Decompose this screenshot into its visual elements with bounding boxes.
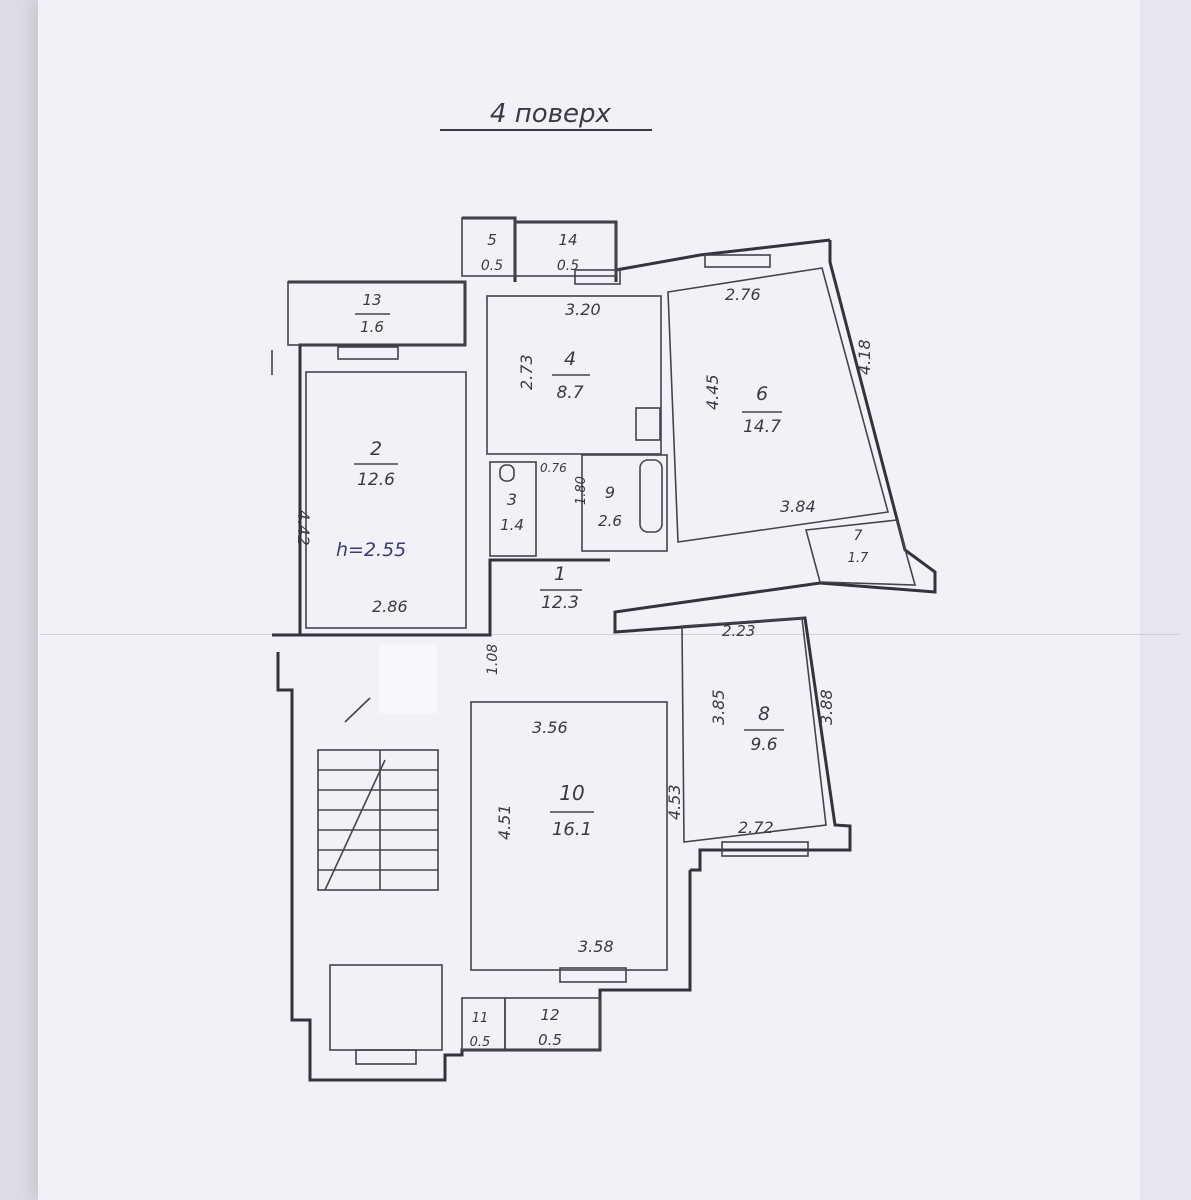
stove: [635, 407, 661, 441]
paper-sheet: [38, 0, 1191, 1200]
staircase: [317, 749, 443, 1051]
height-note: h=2.55: [336, 539, 406, 561]
dim-3-84: 3.84: [780, 497, 816, 516]
dim-3-88: 3.88: [817, 689, 836, 725]
dim-2-76: 2.76: [725, 285, 761, 304]
dim-1-08: 1.08: [485, 644, 501, 675]
room-9-outline: [581, 454, 668, 552]
room-7-num: 7: [854, 528, 863, 544]
dim-3-56: 3.56: [532, 718, 568, 737]
room-6-area: 14.7: [743, 417, 781, 437]
room-8-num: 8: [758, 703, 770, 725]
paper-edge: [1140, 0, 1191, 1200]
room-13-num: 13: [362, 291, 381, 309]
dim-4-45: 4.45: [703, 374, 722, 410]
bathtub: [639, 459, 663, 533]
dim-2-72: 2.72: [738, 818, 774, 837]
room-11-num: 11: [472, 1011, 489, 1026]
dim-3-85: 3.85: [709, 689, 728, 725]
paper-fold-line: [40, 634, 1180, 635]
room-10-num: 10: [559, 781, 584, 805]
windows: [337, 254, 809, 1065]
room-3-area: 1.4: [500, 516, 524, 534]
room-11-area: 0.5: [470, 1035, 491, 1050]
room-14-outline: [514, 221, 617, 277]
room-outlines: [287, 217, 917, 1051]
room-2-num: 2: [370, 438, 382, 460]
room-2-outline: [305, 371, 467, 629]
room-7-area: 1.7: [848, 551, 869, 566]
title: 4 поверх: [490, 99, 612, 129]
dim-1-80: 1.80: [574, 476, 589, 505]
room-3-num: 3: [507, 490, 517, 509]
room-4-area: 8.7: [556, 383, 583, 403]
room-3-outline: [489, 461, 537, 557]
room-9-num: 9: [605, 483, 615, 502]
room-5-area: 0.5: [481, 258, 503, 274]
room-4-num: 4: [564, 348, 576, 370]
dim-0-76: 0.76: [540, 461, 567, 475]
dim-4-18: 4.18: [855, 339, 874, 375]
dim-2-23: 2.23: [722, 622, 755, 640]
room-4-outline: [486, 295, 662, 455]
room-2-area: 12.6: [357, 470, 395, 490]
room-12-num: 12: [540, 1006, 559, 1024]
fraction-lines: [354, 313, 784, 813]
fixtures: [499, 407, 663, 533]
dim-2-86: 2.86: [372, 597, 408, 616]
room-1-num: 1: [554, 563, 566, 585]
dim-4-42: 4.42: [294, 510, 313, 546]
room-labels: 1 12.3 2 12.6 3 1.4 4 8.7 5 0.5 6 14.7 7…: [357, 231, 869, 1050]
room-6-outline: [667, 267, 890, 543]
room-14-area: 0.5: [557, 258, 579, 274]
room-12-outline: [504, 997, 601, 1051]
room-7-outline: [804, 519, 917, 586]
toilet: [499, 464, 515, 482]
dim-4-53: 4.53: [665, 784, 684, 820]
room-14-num: 14: [558, 231, 577, 249]
room-5-num: 5: [487, 231, 497, 249]
dim-3-58: 3.58: [578, 937, 614, 956]
room-10-outline: [470, 701, 668, 971]
dim-4-51: 4.51: [495, 804, 514, 840]
room-9-area: 2.6: [598, 512, 622, 530]
room-6-num: 6: [756, 383, 768, 405]
room-12-area: 0.5: [538, 1031, 562, 1049]
room-13-area: 1.6: [360, 318, 384, 336]
room-10-area: 16.1: [552, 819, 592, 840]
room-13-outline: [287, 281, 466, 346]
dimension-labels: 3.20 2.73 2.76 4.45 4.18 3.84 4.42 2.86 …: [294, 285, 874, 956]
dim-2-73: 2.73: [517, 354, 536, 390]
room-8-outline: [681, 617, 827, 843]
redaction-patch: [379, 644, 437, 714]
room-1-area: 12.3: [541, 593, 579, 613]
entry-arrow: [344, 697, 371, 723]
dim-3-20: 3.20: [565, 300, 601, 319]
room-8-area: 9.6: [750, 735, 777, 755]
